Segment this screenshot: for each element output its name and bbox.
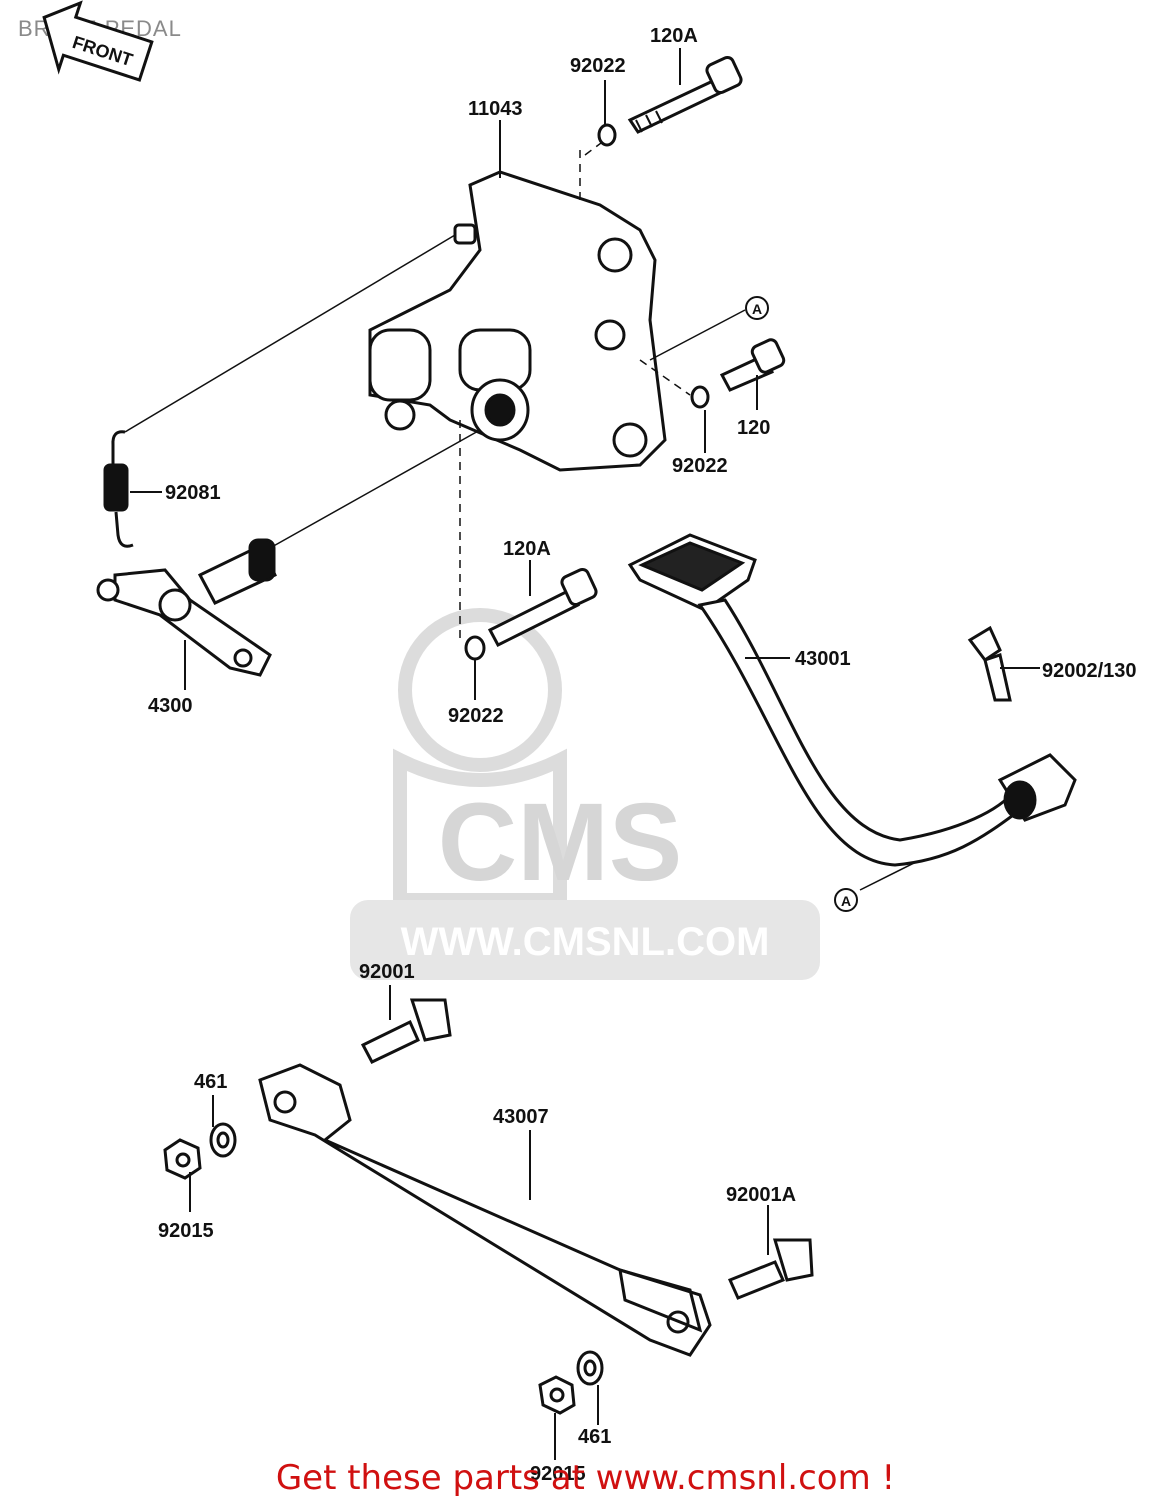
svg-text:A: A [841, 893, 851, 909]
bolt-120A-top [627, 55, 743, 134]
reference-mark-top: A [745, 296, 769, 320]
callout-120A-middle: 120A [503, 538, 551, 560]
callout-92001: 92001 [359, 961, 415, 983]
callout-120A-top: 120A [650, 25, 698, 47]
nut-92015-left [163, 1138, 202, 1180]
bolt-120A-middle [487, 567, 598, 647]
callout-43007: 43007 [493, 1106, 549, 1128]
brake-pedal-43001 [627, 533, 1077, 867]
bracket-pin [453, 223, 477, 245]
shaft-arm-4300 [96, 538, 277, 677]
pin-92001 [360, 998, 452, 1064]
callout-461-bottom: 461 [578, 1426, 611, 1448]
callout-92022-right: 92022 [672, 455, 728, 477]
bracket-hole-2 [594, 319, 626, 351]
callout-461-left: 461 [194, 1071, 227, 1093]
watermark-url-text: WWW.CMSNL.COM [401, 920, 770, 964]
cms-watermark [350, 608, 820, 980]
callout-92001A: 92001A [726, 1184, 796, 1206]
callout-leaders [130, 48, 1040, 1460]
callout-92015-left: 92015 [158, 1220, 214, 1242]
bolt-92002-130 [967, 625, 1012, 702]
bracket-hole-4 [384, 399, 416, 431]
pin-92001A [727, 1238, 814, 1300]
spring-92081 [103, 430, 134, 548]
bolt-120 [719, 338, 786, 392]
callout-92015-bottom: 92015 [530, 1463, 586, 1485]
callout-43001: 43001 [795, 648, 851, 670]
callout-92022-middle: 92022 [448, 705, 504, 727]
bracket-11043 [368, 170, 667, 472]
callout-11043: 11043 [468, 98, 523, 120]
svg-text:A: A [752, 301, 762, 317]
washer-461-left [209, 1122, 237, 1158]
watermark-bar [350, 900, 820, 980]
watermark-body [393, 748, 567, 907]
bracket-hole-3 [612, 422, 648, 458]
washer-92022-top [597, 123, 617, 147]
reference-mark-bottom: A [834, 888, 858, 912]
callout-92022-top: 92022 [570, 55, 626, 77]
rod-43007 [258, 1063, 712, 1357]
watermark-logo-text: CMS [438, 781, 682, 904]
callout-92081: 92081 [165, 482, 221, 504]
callout-120: 120 [737, 417, 770, 439]
callout-4300: 4300 [148, 695, 193, 717]
footer-link[interactable]: Get these parts at www.cmsnl.com ! [275, 1458, 896, 1498]
callout-92002-130: 92002/130 [1042, 660, 1137, 682]
bracket-boss-1 [368, 328, 432, 402]
front-arrow: FRONT [42, 0, 154, 82]
washer-92022-right [690, 385, 710, 409]
washer-92022-middle [464, 635, 486, 661]
washer-461-bottom [576, 1350, 604, 1386]
nut-92015-bottom [538, 1375, 576, 1415]
bracket-hole-1 [597, 237, 633, 273]
watermark-head [398, 608, 562, 772]
